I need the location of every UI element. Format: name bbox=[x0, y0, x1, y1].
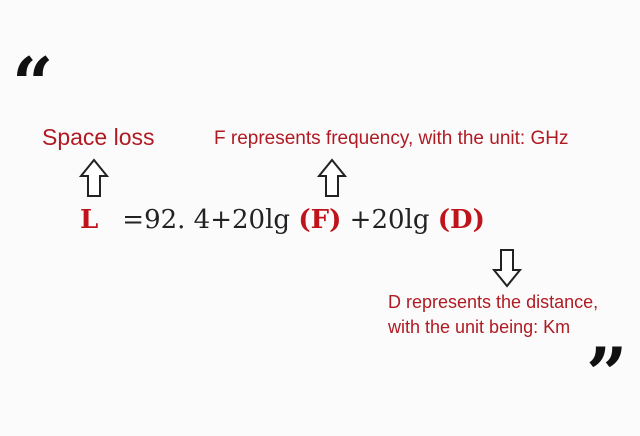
close-quote-mark: ” bbox=[586, 331, 628, 416]
formula-constant-part: =92. 4+20lg bbox=[122, 205, 291, 235]
frequency-label: F represents frequency, with the unit: G… bbox=[214, 128, 569, 149]
frequency-term: (F) bbox=[298, 205, 342, 235]
distance-label-line-2: with the unit being: Km bbox=[388, 316, 571, 337]
space-loss-label: Space loss bbox=[42, 124, 155, 150]
distance-label-line-1: D represents the distance, bbox=[388, 292, 599, 312]
path-loss-formula: L =92. 4+20lg (F) +20lg (D) bbox=[80, 200, 485, 240]
distance-label: D represents the distance, with the unit… bbox=[388, 290, 598, 340]
up-arrow-icon bbox=[317, 158, 347, 197]
open-quote-mark: “ bbox=[12, 41, 54, 126]
formula-distance-coefficient: +20lg bbox=[349, 205, 430, 235]
distance-term: (D) bbox=[437, 205, 485, 235]
down-arrow-icon bbox=[492, 249, 522, 288]
loss-symbol: L bbox=[80, 205, 99, 235]
up-arrow-icon bbox=[79, 158, 109, 197]
